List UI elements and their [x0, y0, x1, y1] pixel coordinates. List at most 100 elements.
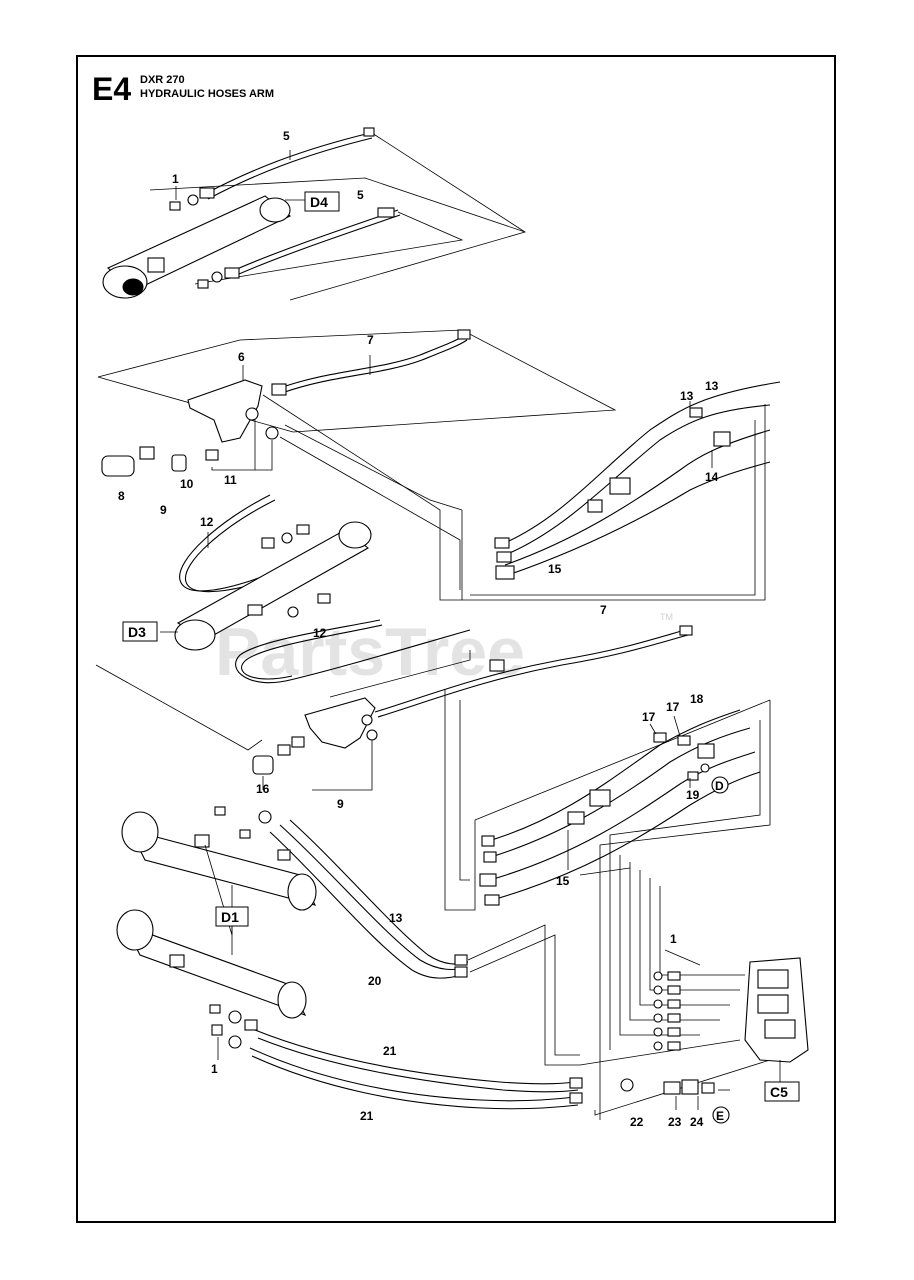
fitting: [214, 806, 226, 816]
o-ring: [653, 985, 663, 995]
ref-box-frame: [122, 621, 158, 642]
adapter-10: [171, 454, 187, 472]
hose-fitting: [363, 127, 375, 137]
hose-13: [499, 381, 781, 546]
hose-12-upper-edge: [184, 499, 284, 593]
hose-fitting: [489, 659, 505, 672]
o-ring: [653, 999, 663, 1009]
o-ring: [211, 271, 223, 283]
hose-13-b: [504, 404, 771, 556]
ref-box-d1: D1: [215, 906, 249, 927]
fitting: [277, 744, 291, 756]
coupling-8: [101, 455, 135, 477]
hose-7: [279, 334, 466, 389]
hose-fitting: [271, 383, 287, 396]
fitting: [261, 537, 275, 549]
hose-fitting: [687, 771, 699, 781]
fitting: [291, 736, 305, 748]
cylinder-port: [147, 257, 165, 273]
hose-fitting: [496, 551, 512, 563]
routing-line: [284, 424, 463, 511]
coupling-16: [252, 755, 274, 775]
hose-fitting: [495, 565, 515, 580]
hose-21-upper: [254, 1029, 576, 1085]
routing-line: [462, 404, 766, 601]
group-bracket-6: [97, 329, 617, 477]
group-cylinders-d1: [116, 806, 583, 1110]
projection-line: [329, 650, 471, 698]
hose-5-lower: [229, 209, 399, 273]
ref-d3: D3: [128, 624, 146, 640]
hose-20: [279, 824, 466, 971]
callout-d: D: [715, 779, 724, 793]
part-label: 6: [238, 350, 245, 364]
watermark: PartsTree: [215, 614, 525, 690]
hose-fitting: [567, 811, 585, 825]
routing-line: [262, 394, 463, 601]
o-ring: [265, 426, 279, 440]
group-hoses-17-19: D: [444, 690, 771, 1120]
part-label: 17: [666, 700, 680, 714]
cylinder-end: [116, 909, 154, 951]
fitting-1: [211, 1024, 223, 1036]
part-label: 13: [705, 379, 719, 393]
part-label: 9: [160, 503, 167, 517]
section-code: E4: [92, 71, 131, 107]
hose-fitting: [587, 499, 603, 513]
watermark-tm: TM: [660, 612, 673, 622]
part-label: 24: [690, 1115, 704, 1129]
hose-12-lower-edge: [241, 624, 383, 680]
model-name: DXR 270: [140, 74, 185, 86]
ref-box-frame: [304, 191, 340, 212]
routing-line: [599, 700, 771, 1120]
fitting: [197, 279, 209, 289]
fitting-23b: [681, 1079, 699, 1095]
part-label: 18: [690, 692, 704, 706]
hose-fitting: [454, 954, 468, 966]
hose-20-c: [269, 831, 463, 979]
hose-fitting: [377, 207, 395, 218]
hose-fitting: [689, 407, 703, 418]
hose-fitting: [609, 477, 631, 495]
leader-line: [673, 715, 681, 737]
leader-line: [211, 440, 273, 471]
part-label: 15: [556, 874, 570, 888]
hose-fitting: [494, 537, 510, 549]
part-label: 13: [680, 389, 694, 403]
o-ring: [281, 532, 293, 544]
page-border: [76, 55, 836, 1223]
o-ring: [620, 1078, 634, 1092]
ref-c5: C5: [770, 1084, 788, 1100]
part-label: 12: [200, 515, 214, 529]
fitting: [667, 1041, 681, 1051]
part-label: 17: [642, 710, 656, 724]
leader-line: [664, 949, 701, 966]
projection-frame: [97, 329, 617, 433]
routing-line: [444, 690, 771, 911]
ref-d1: D1: [221, 909, 239, 925]
fitting-23: [663, 1081, 681, 1095]
section-title: HYDRAULIC HOSES ARM: [140, 88, 274, 100]
fitting: [667, 985, 681, 995]
fitting: [244, 1019, 258, 1031]
hose-21-upper-edge: [257, 1037, 579, 1093]
part-label: 15: [548, 562, 562, 576]
o-ring: [653, 1027, 663, 1037]
cylinder-head: [277, 981, 307, 1019]
fitting: [667, 1027, 681, 1037]
routing-line: [609, 720, 761, 1050]
cylinder-head: [338, 521, 372, 549]
part-label: 23: [668, 1115, 682, 1129]
fitting: [239, 829, 251, 839]
callout-circle-d: [711, 776, 729, 794]
hose-fitting: [454, 966, 468, 978]
cylinder-head: [287, 873, 317, 911]
fitting: [667, 999, 681, 1009]
hose-5-upper-edge: [207, 137, 373, 200]
valve-section: [757, 994, 789, 1014]
hose-fitting: [224, 267, 240, 279]
cylinder-eye: [122, 278, 144, 296]
fitting: [247, 604, 263, 616]
part-label: 5: [283, 129, 290, 143]
fitting-1: [169, 201, 181, 211]
